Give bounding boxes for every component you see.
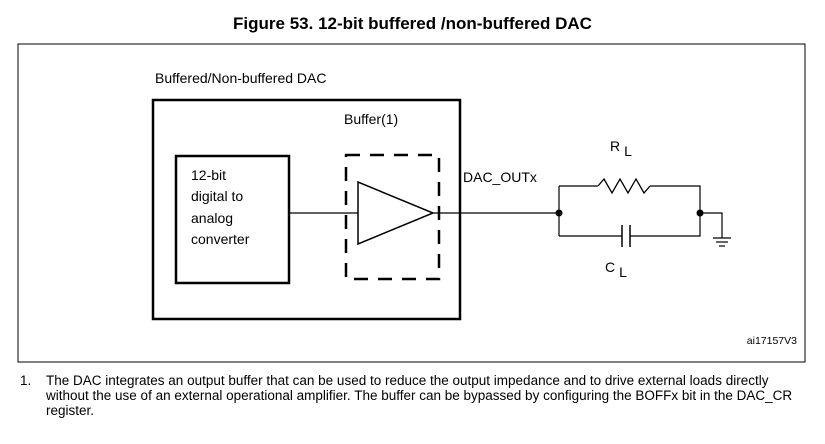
converter-line-3: analog [191, 210, 233, 226]
resistor-branch-wire-right [650, 185, 701, 213]
resistor-label-sub: L [624, 143, 632, 159]
output-label: DAC_OUTx [463, 169, 537, 185]
buffer-dashed-box [344, 153, 441, 281]
resistor-label-main: R [610, 138, 620, 154]
converter-line-4: converter [191, 231, 250, 247]
ground-symbol-icon [713, 237, 731, 247]
buffer-amplifier-triangle [357, 180, 435, 246]
converter-line-1: 12-bit [191, 167, 226, 183]
footnote-text: The DAC integrates an output buffer that… [46, 373, 793, 418]
converter-block [174, 154, 291, 285]
footnote-number: 1. [20, 373, 32, 388]
reference-id: ai17157V3 [747, 335, 797, 347]
resistor-zigzag [597, 177, 651, 195]
figure-frame [17, 43, 806, 363]
converter-line-2: digital to [191, 188, 243, 204]
capacitor-branch-wire-right [630, 213, 701, 237]
outer-block-label: Buffered/Non-buffered DAC [155, 70, 326, 86]
capacitor-label-sub: L [619, 264, 627, 280]
buffer-label: Buffer(1) [344, 111, 398, 127]
dac-diagram: Buffered/Non-buffered DAC 12-bit digital… [17, 43, 806, 363]
dac-block [151, 98, 462, 321]
ground-wire [700, 212, 723, 238]
figure-title: Figure 53. 12-bit buffered /non-buffered… [233, 14, 592, 33]
capacitor-label-main: C [605, 259, 615, 275]
